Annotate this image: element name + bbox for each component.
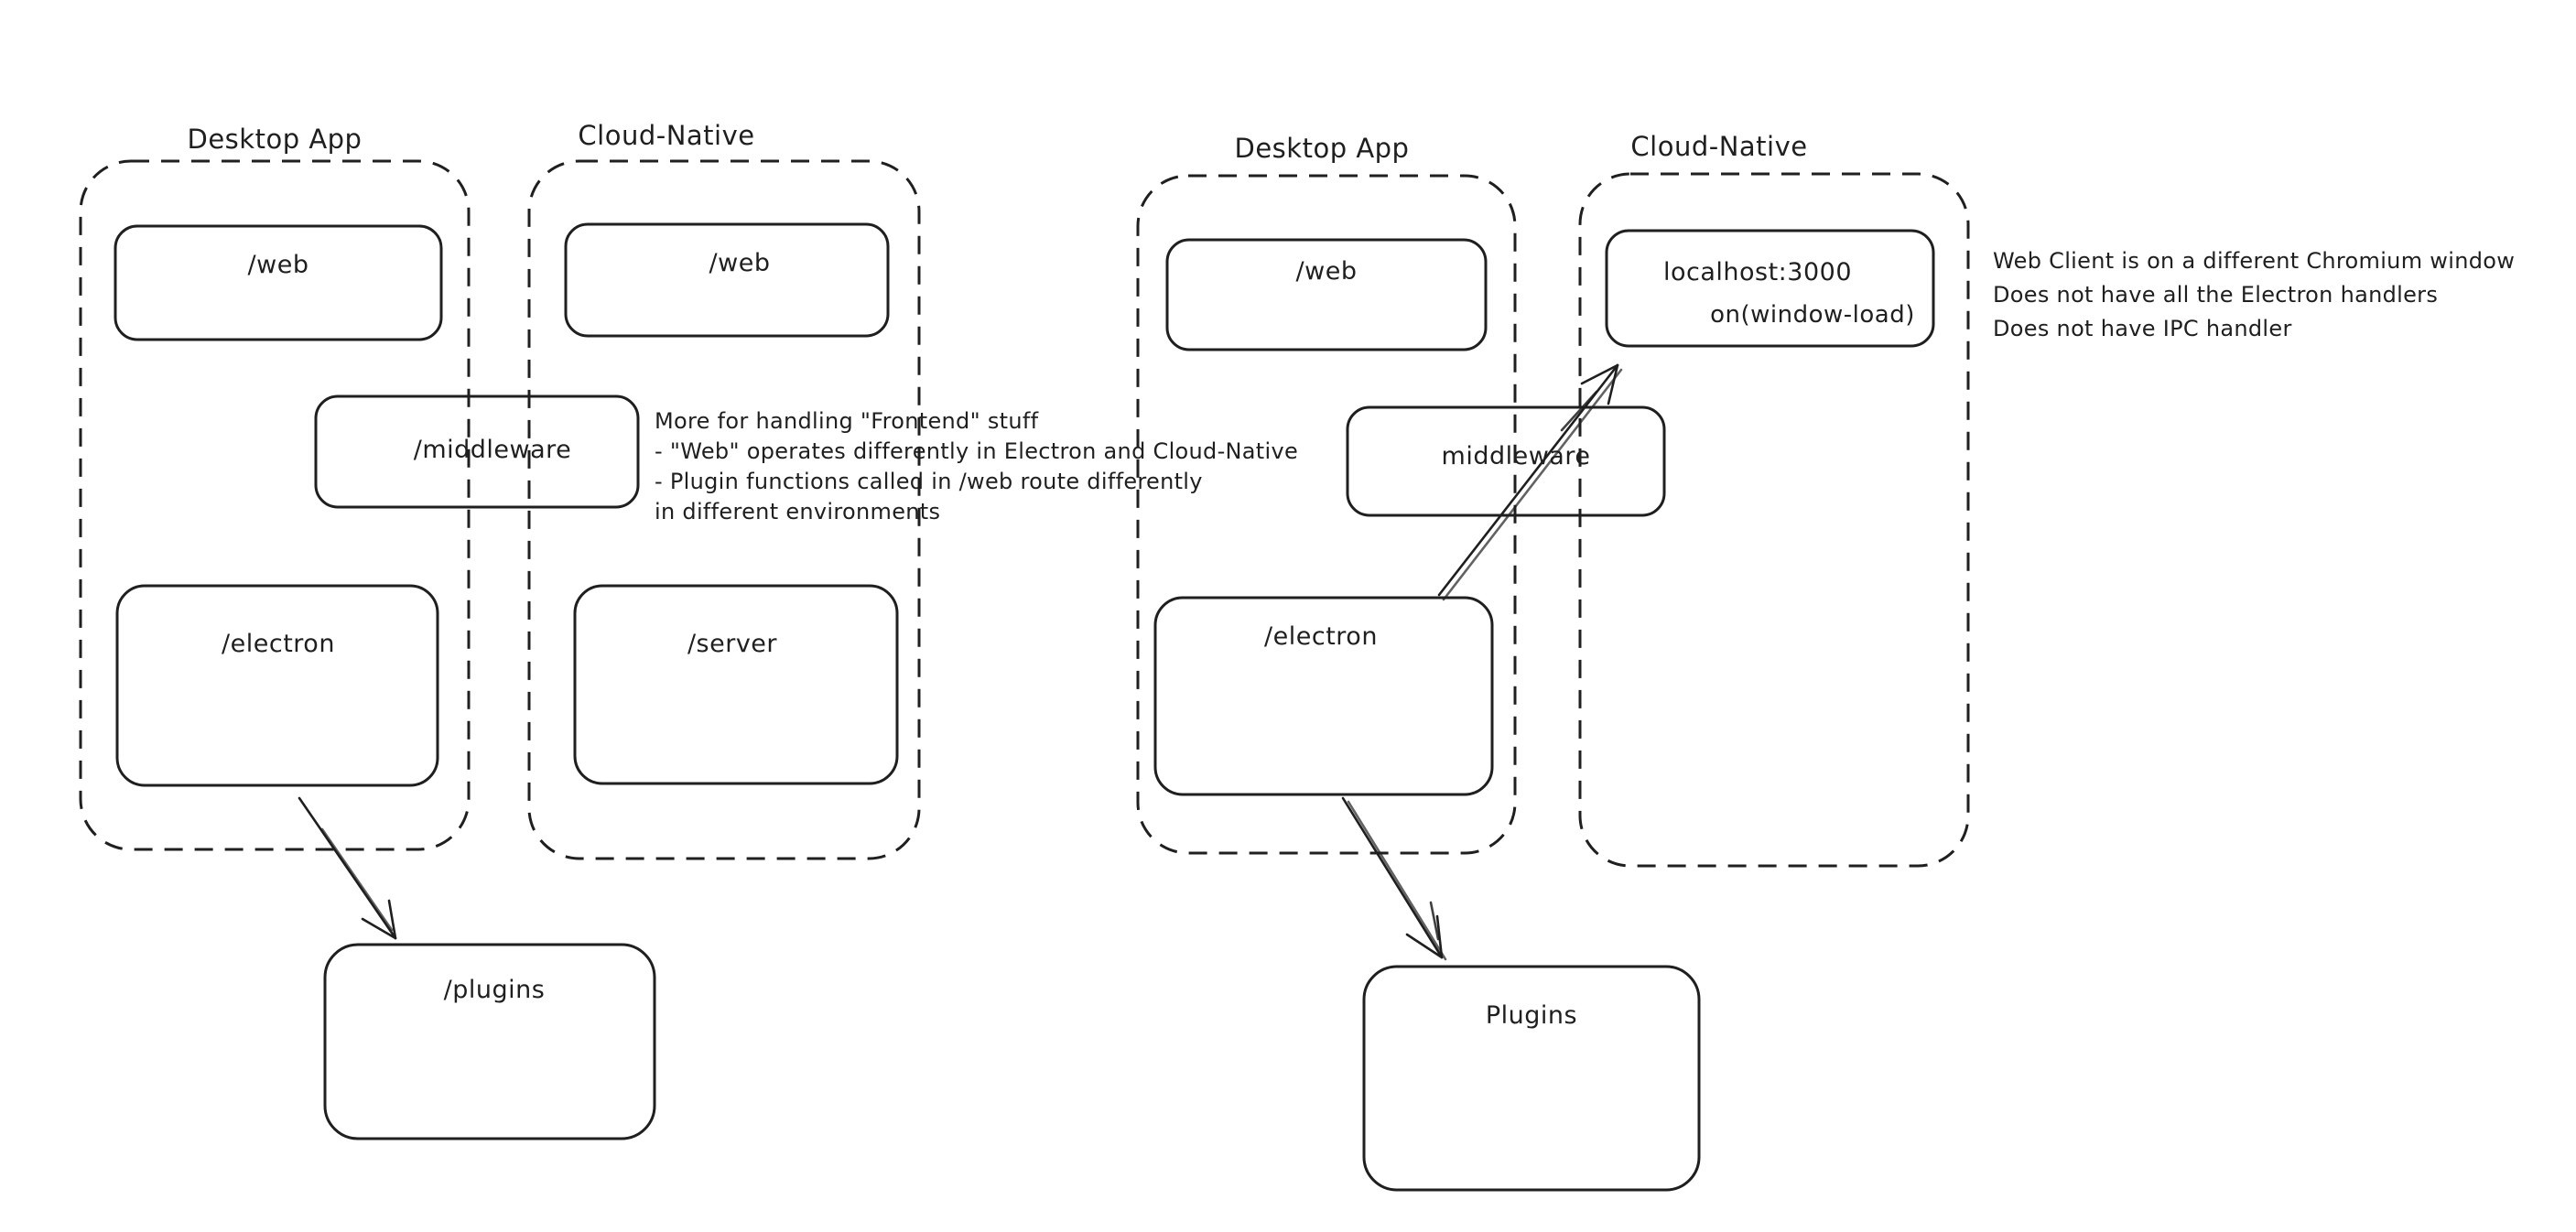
green-note-line-3: - Plugin functions called in /web route …: [655, 469, 1203, 494]
left-middleware-box: [314, 394, 640, 509]
right-localhost-label: localhost:3000: [1663, 258, 1852, 286]
red-note-line-2: Does not have all the Electron handlers: [1993, 282, 2438, 308]
red-note-line-3: Does not have IPC handler: [1993, 316, 2292, 341]
left-cloud-native-title: Cloud-Native: [578, 120, 754, 151]
left-desktop-app-container: [79, 159, 471, 851]
left-cloud-native-container: [527, 159, 921, 860]
right-cloud-native-title: Cloud-Native: [1630, 131, 1807, 162]
left-diagram: Desktop App Cloud-Native /web /electron …: [79, 120, 1298, 1140]
arrow-right-electron-to-localhost: [1437, 363, 1623, 601]
right-plugins-box: [1362, 965, 1701, 1192]
right-middleware-box: [1346, 405, 1666, 517]
left-cloud-web-label: /web: [709, 249, 771, 277]
green-note: More for handling "Frontend" stuff - "We…: [655, 408, 1298, 524]
right-desktop-app-title: Desktop App: [1235, 133, 1410, 164]
green-note-line-2: - "Web" operates differently in Electron…: [655, 438, 1298, 464]
right-desktop-web-box: [1165, 238, 1488, 351]
left-middleware-label: /middleware: [414, 436, 572, 464]
right-diagram: Desktop App Cloud-Native /web /electron …: [1136, 131, 2515, 1192]
right-cloud-native-container: [1578, 172, 1970, 868]
left-cloud-web-box: [564, 222, 890, 338]
arrow-right-electron-to-plugins: [1341, 796, 1447, 961]
left-desktop-web-label: /web: [248, 251, 309, 279]
left-plugins-box: [323, 943, 656, 1140]
left-cloud-server-label: /server: [687, 630, 777, 658]
green-note-line-1: More for handling "Frontend" stuff: [655, 408, 1039, 434]
right-desktop-electron-box: [1153, 596, 1494, 796]
left-cloud-server-box: [573, 584, 899, 785]
right-plugins-label: Plugins: [1486, 1001, 1577, 1030]
red-note-line-1: Web Client is on a different Chromium wi…: [1993, 248, 2515, 274]
arrow-left-electron-to-plugins: [298, 796, 397, 940]
left-desktop-electron-label: /electron: [222, 630, 335, 658]
right-on-window-load-label: on(window-load): [1710, 301, 1915, 329]
left-desktop-electron-box: [115, 584, 439, 787]
right-middleware-label: middleware: [1442, 442, 1591, 470]
left-desktop-web-box: [114, 224, 443, 341]
left-desktop-app-title: Desktop App: [188, 124, 363, 155]
left-plugins-label: /plugins: [444, 976, 546, 1004]
green-note-line-4: in different environments: [655, 499, 940, 524]
right-desktop-electron-label: /electron: [1264, 622, 1378, 651]
red-note: Web Client is on a different Chromium wi…: [1993, 248, 2515, 341]
right-desktop-web-label: /web: [1296, 257, 1358, 286]
right-localhost-box: [1605, 229, 1935, 348]
